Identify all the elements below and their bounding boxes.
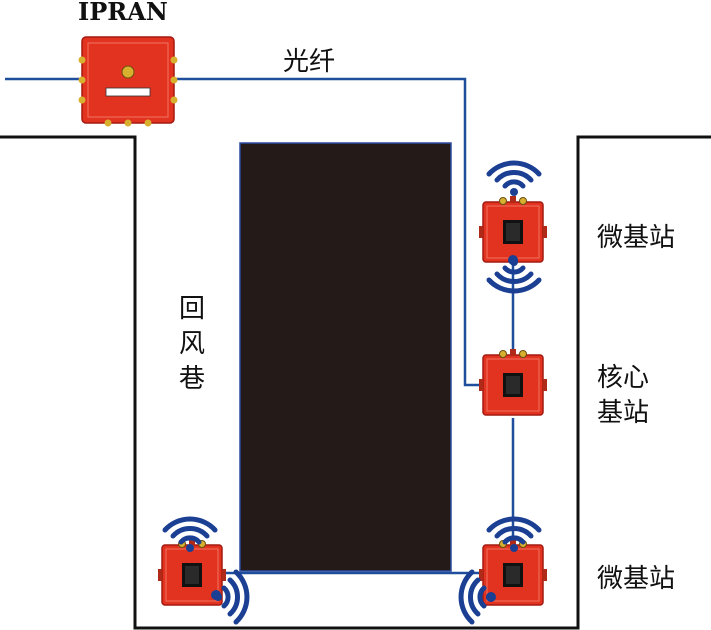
ipran-label: IPRAN xyxy=(78,0,168,26)
tunnel-walls xyxy=(0,135,711,630)
fiber-line-main xyxy=(175,77,488,387)
core-station xyxy=(478,348,548,416)
wifi-icon-top-up xyxy=(489,163,539,196)
fiber-label: 光纤 xyxy=(283,47,336,77)
core-station-label-line2: 基站 xyxy=(597,398,650,428)
fiber-lines xyxy=(5,77,515,575)
core-station-label-line1: 核心 xyxy=(597,363,650,393)
coal-pillar-block xyxy=(239,142,452,572)
ipran-box xyxy=(78,36,178,127)
tunnel-wall-left xyxy=(0,135,711,630)
micro-station-top-label: 微基站 xyxy=(597,223,676,253)
micro-station-top xyxy=(478,195,548,265)
micro-station-bottom-label: 微基站 xyxy=(597,564,676,594)
return-airway-label: 回风巷 xyxy=(178,294,205,394)
